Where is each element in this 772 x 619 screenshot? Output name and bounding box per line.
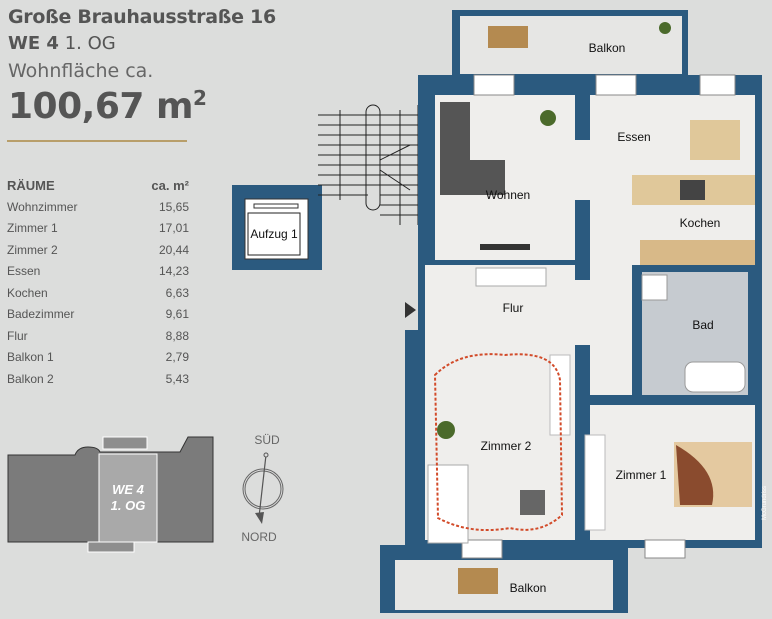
wall [590,395,755,405]
key-plan: WE 4 1. OG [7,436,214,553]
staircase [318,104,419,225]
keyplan-line1: WE 4 [112,482,145,497]
window [699,74,736,96]
area-unit: 2 [192,86,207,110]
balcony-table [458,568,498,594]
room-name: Zimmer 1 [7,221,58,235]
room-row: Balkon 1 2,79 [7,350,189,372]
label-balkon-bottom: Balkon [510,581,547,595]
room-name: Badezimmer [7,307,75,321]
compass-north: NORD [241,530,277,544]
wardrobe [584,434,606,531]
balcony-bottom [395,560,613,610]
balcony-table [488,26,528,48]
watermark: McGrundriss [762,486,768,520]
room-area: 2,79 [165,350,189,364]
room-row: Wohnzimmer 15,65 [7,200,189,222]
room-row: Kochen 6,63 [7,286,189,308]
window [473,74,515,96]
stove [680,180,705,200]
plant-icon [540,110,556,126]
room-name: Kochen [7,285,48,300]
sofa [440,102,505,195]
chair [520,490,545,515]
rooms-header: RÄUME ca. m² [7,178,189,200]
col-area: ca. m² [151,178,189,193]
label-flur: Flur [503,301,524,315]
shower [641,274,668,301]
label-essen: Essen [617,130,650,144]
room-row: Essen 14,23 [7,264,189,286]
room-name: Flur [7,328,28,343]
address-title: Große Brauhausstraße 16 [8,6,276,28]
window [461,539,503,559]
desk [427,464,469,544]
label-wohnen: Wohnen [486,188,530,202]
area-value: 100,67 m2 [8,86,207,127]
room-area: 6,63 [165,285,189,300]
room-name: Balkon 2 [7,371,54,386]
area-label: Wohnfläche ca. [8,60,154,82]
rug [433,353,564,531]
room-row: Badezimmer 9,61 [7,307,189,329]
room-area: 17,01 [158,221,189,235]
room-row: Flur 8,88 [7,329,189,351]
room-area: 15,65 [158,199,189,214]
plant-icon [437,421,455,439]
area-number: 100,67 m [8,86,193,127]
divider [7,140,187,142]
unit-label: WE 4 1. OG [8,33,116,54]
col-room: RÄUME [7,178,55,193]
kitchen-counter [640,240,755,265]
keyplan-line2: 1. OG [111,498,146,513]
room-row: Zimmer 1 17,01 [7,221,189,243]
plant-icon [659,22,671,34]
tv [480,244,530,250]
window [644,539,686,559]
wall [632,265,642,405]
room-row: Balkon 2 5,43 [7,372,189,394]
elevator: Aufzug 1 [232,185,322,270]
label-zimmer1: Zimmer 1 [616,468,667,482]
dining-table [690,120,740,160]
room-row: Zimmer 2 20,44 [7,243,189,265]
compass-needle [258,454,267,518]
room-name: Essen [7,264,41,278]
label-aufzug: Aufzug 1 [250,227,298,241]
floor-label: 1. OG [64,33,116,54]
entrance-arrow-icon [405,302,416,318]
room-area: 8,88 [165,328,189,343]
label-balkon-top: Balkon [589,41,626,55]
room-area: 9,61 [165,307,189,321]
room-area: 14,23 [158,264,189,278]
room-name: Wohnzimmer [7,199,78,214]
label-kochen: Kochen [680,216,721,230]
room-area: 5,43 [165,371,189,386]
room-name: Zimmer 2 [7,242,58,257]
label-zimmer2: Zimmer 2 [481,439,532,453]
label-bad: Bad [692,318,713,332]
sideboard [475,267,547,287]
window [595,74,637,96]
compass-south: SÜD [254,433,280,447]
compass: SÜD NORD [241,433,284,544]
room-area: 20,44 [158,242,189,257]
room-name: Balkon 1 [7,350,54,364]
bathtub [684,361,746,393]
unit-number: WE 4 [8,33,59,54]
